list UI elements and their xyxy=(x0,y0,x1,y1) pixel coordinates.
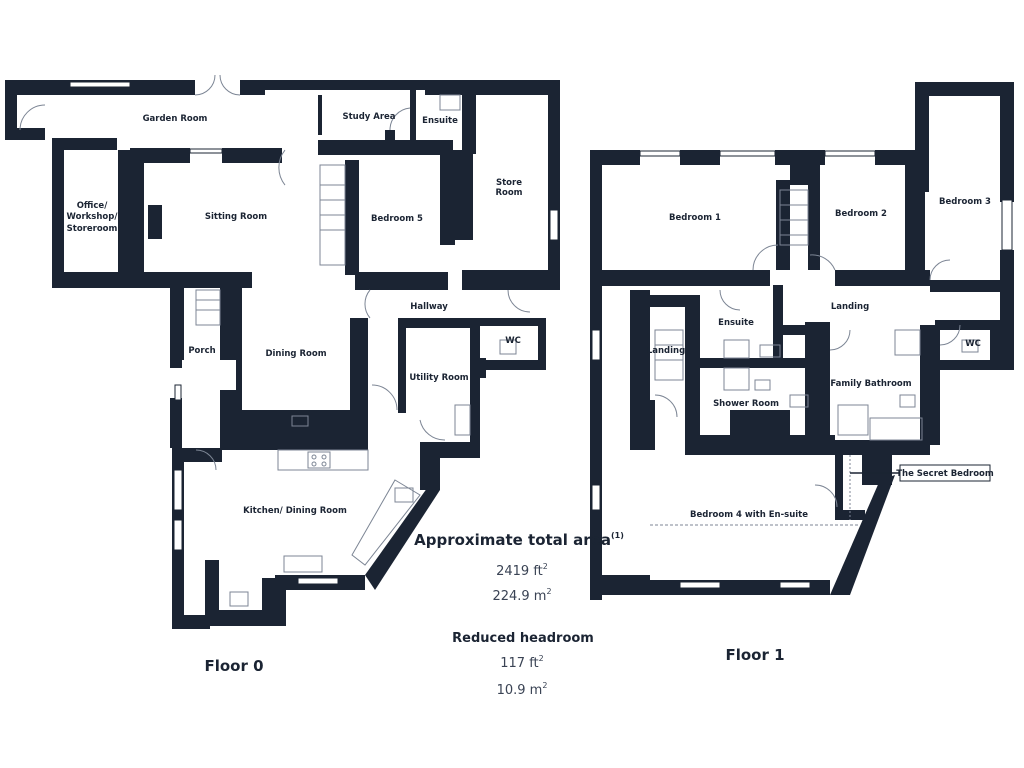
label-landing-left: Landing xyxy=(647,346,685,356)
floor-1-label: Floor 1 xyxy=(725,646,784,664)
label-dining-room: Dining Room xyxy=(265,349,326,359)
label-porch: Porch xyxy=(188,346,215,356)
label-bedroom-4: Bedroom 4 with En-suite xyxy=(690,510,808,520)
label-ensuite-0: Ensuite xyxy=(422,116,458,126)
label-wc-0: WC xyxy=(505,336,521,346)
area-m: 224.9 m2 xyxy=(492,587,551,604)
label-bedroom-2: Bedroom 2 xyxy=(835,209,887,219)
label-store-room-2: Room xyxy=(495,188,522,198)
area-heading: Approximate total area(1) xyxy=(414,531,624,549)
label-study-area: Study Area xyxy=(342,112,395,122)
headroom-heading: Reduced headroom xyxy=(452,631,594,646)
label-bedroom-1: Bedroom 1 xyxy=(669,213,721,223)
label-office-3: Storeroom xyxy=(67,224,118,234)
label-secret-bedroom: The Secret Bedroom xyxy=(896,469,994,479)
floor-0-plan xyxy=(5,74,560,629)
label-sitting-room: Sitting Room xyxy=(205,212,267,222)
headroom-ft: 117 ft2 xyxy=(500,654,543,671)
label-utility-room: Utility Room xyxy=(409,373,468,383)
label-bedroom-5: Bedroom 5 xyxy=(371,214,423,224)
label-ensuite-1: Ensuite xyxy=(718,318,754,328)
label-garden-room: Garden Room xyxy=(143,114,208,124)
label-hallway: Hallway xyxy=(410,302,448,312)
headroom-m: 10.9 m2 xyxy=(497,681,548,698)
label-shower-room: Shower Room xyxy=(713,399,779,409)
floor-0-label: Floor 0 xyxy=(204,657,263,675)
label-kitchen: Kitchen/ Dining Room xyxy=(243,506,347,516)
label-wc-1: WC xyxy=(965,339,981,349)
secret-bedroom-callout: The Secret Bedroom xyxy=(896,464,994,482)
label-store-room-1: Store xyxy=(496,178,522,188)
label-office-1: Office/ xyxy=(77,201,109,211)
floor-1-plan xyxy=(590,82,1014,600)
label-bedroom-3: Bedroom 3 xyxy=(939,197,991,207)
area-ft: 2419 ft2 xyxy=(496,562,548,579)
label-landing-right: Landing xyxy=(831,302,869,312)
label-office-2: Workshop/ xyxy=(67,212,119,222)
area-summary: Approximate total area(1) 2419 ft2 224.9… xyxy=(414,531,624,698)
label-family-bathroom: Family Bathroom xyxy=(830,379,911,389)
